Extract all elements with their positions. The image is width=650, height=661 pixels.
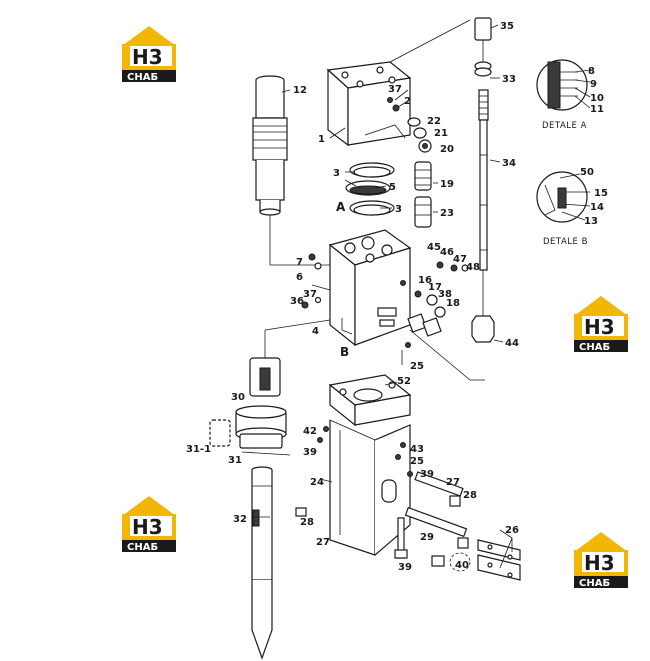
callout-33: 33 bbox=[502, 74, 516, 85]
callout-27-left: 27 bbox=[316, 537, 330, 548]
callout-3-top: 3 bbox=[333, 168, 340, 179]
leader-lines bbox=[241, 24, 513, 569]
callout-19: 19 bbox=[440, 179, 454, 190]
callout-17: 17 bbox=[428, 282, 442, 293]
callout-20: 20 bbox=[440, 144, 454, 155]
callout-3-bottom: 3 bbox=[395, 204, 402, 215]
logo-mark-icon: H3 СНАБ bbox=[574, 296, 628, 353]
svg-text:СНАБ: СНАБ bbox=[579, 578, 610, 589]
callout-34: 34 bbox=[502, 158, 516, 169]
valve-spool-parts bbox=[414, 161, 432, 228]
chisel-tool bbox=[251, 466, 273, 660]
callout-15: 15 bbox=[594, 188, 608, 199]
callout-numbers: 12 1 37 2 22 21 20 3 5 3 A 19 23 35 33 3… bbox=[186, 21, 608, 573]
callout-28-left: 28 bbox=[300, 517, 314, 528]
callout-46: 46 bbox=[440, 247, 454, 258]
view-marker-a: A bbox=[336, 200, 346, 214]
callout-48: 48 bbox=[466, 262, 480, 273]
callout-2: 2 bbox=[404, 96, 411, 107]
callout-39-left: 39 bbox=[303, 447, 317, 458]
callout-27-right: 27 bbox=[446, 477, 460, 488]
brand-logo-bottom-right: H3 СНАБ bbox=[570, 528, 632, 590]
svg-text:H3: H3 bbox=[584, 551, 615, 575]
valve-body-middle bbox=[328, 229, 412, 347]
cylinder-block-top bbox=[326, 19, 471, 147]
front-head-body bbox=[328, 374, 412, 556]
small-fittings-top bbox=[387, 97, 432, 153]
callout-22: 22 bbox=[427, 116, 441, 127]
callout-37-mid: 37 bbox=[303, 289, 317, 300]
callout-12: 12 bbox=[293, 85, 307, 96]
callout-7: 7 bbox=[296, 257, 303, 268]
callout-42: 42 bbox=[303, 426, 317, 437]
callout-4: 4 bbox=[312, 326, 319, 337]
logo-mark-icon: H3 СНАБ bbox=[122, 496, 176, 553]
valve-body-fittings bbox=[301, 253, 469, 348]
logo-mark-icon: H3 СНАБ bbox=[574, 532, 628, 589]
bushing-parts bbox=[209, 319, 331, 449]
callout-10: 10 bbox=[590, 93, 604, 104]
tie-rod-assembly bbox=[471, 17, 495, 343]
callout-30: 30 bbox=[231, 392, 245, 403]
callout-5: 5 bbox=[389, 182, 396, 193]
callout-8: 8 bbox=[588, 66, 595, 77]
callout-26: 26 bbox=[505, 525, 519, 536]
view-marker-b: B bbox=[340, 345, 349, 359]
callout-23: 23 bbox=[440, 208, 454, 219]
brand-logo-top-left: H3 СНАБ bbox=[118, 22, 180, 84]
detail-a-caption: DETALE A bbox=[542, 121, 587, 131]
svg-text:СНАБ: СНАБ bbox=[127, 542, 158, 553]
callout-40: 40 bbox=[455, 560, 469, 571]
seal-rings bbox=[345, 162, 395, 216]
svg-text:СНАБ: СНАБ bbox=[127, 72, 158, 83]
callout-39-bottom: 39 bbox=[398, 562, 412, 573]
detail-b-view bbox=[536, 171, 591, 223]
callout-6: 6 bbox=[296, 272, 303, 283]
callout-52: 52 bbox=[397, 376, 411, 387]
callout-1: 1 bbox=[318, 134, 325, 145]
callout-24: 24 bbox=[310, 477, 324, 488]
callout-38: 38 bbox=[438, 289, 452, 300]
callout-39-mid: 39 bbox=[420, 469, 434, 480]
callout-29: 29 bbox=[420, 532, 434, 543]
logo-mark-icon: H3 СНАБ bbox=[122, 26, 176, 83]
callout-9: 9 bbox=[590, 79, 597, 90]
callout-16: 16 bbox=[418, 275, 432, 286]
detail-a-view bbox=[536, 59, 591, 111]
callout-28-right: 28 bbox=[463, 490, 477, 501]
detail-b-caption: DETALE B bbox=[543, 237, 588, 247]
callout-36: 36 bbox=[290, 296, 304, 307]
svg-text:H3: H3 bbox=[132, 515, 163, 539]
callout-37-top: 37 bbox=[388, 84, 402, 95]
callout-47: 47 bbox=[453, 254, 467, 265]
callout-43: 43 bbox=[410, 444, 424, 455]
callout-50: 50 bbox=[580, 167, 594, 178]
brand-logo-mid-right: H3 СНАБ bbox=[570, 292, 632, 354]
callout-45: 45 bbox=[427, 242, 441, 253]
callout-11: 11 bbox=[590, 104, 604, 115]
brand-logo-bottom-left: H3 СНАБ bbox=[118, 492, 180, 554]
retaining-pins-bolts bbox=[295, 426, 521, 581]
callout-21: 21 bbox=[434, 128, 448, 139]
callout-18: 18 bbox=[446, 298, 460, 309]
svg-text:H3: H3 bbox=[132, 45, 163, 69]
callout-31: 31 bbox=[228, 455, 242, 466]
svg-text:H3: H3 bbox=[584, 315, 615, 339]
svg-text:СНАБ: СНАБ bbox=[579, 342, 610, 353]
callout-25-mid: 25 bbox=[410, 361, 424, 372]
callout-31-1: 31-1 bbox=[186, 444, 211, 455]
callout-35: 35 bbox=[500, 21, 514, 32]
callout-44: 44 bbox=[505, 338, 519, 349]
callout-25-low: 25 bbox=[410, 456, 424, 467]
piston-part bbox=[252, 75, 330, 266]
callout-14: 14 bbox=[590, 202, 604, 213]
callout-32: 32 bbox=[233, 514, 247, 525]
callout-13: 13 bbox=[584, 216, 598, 227]
